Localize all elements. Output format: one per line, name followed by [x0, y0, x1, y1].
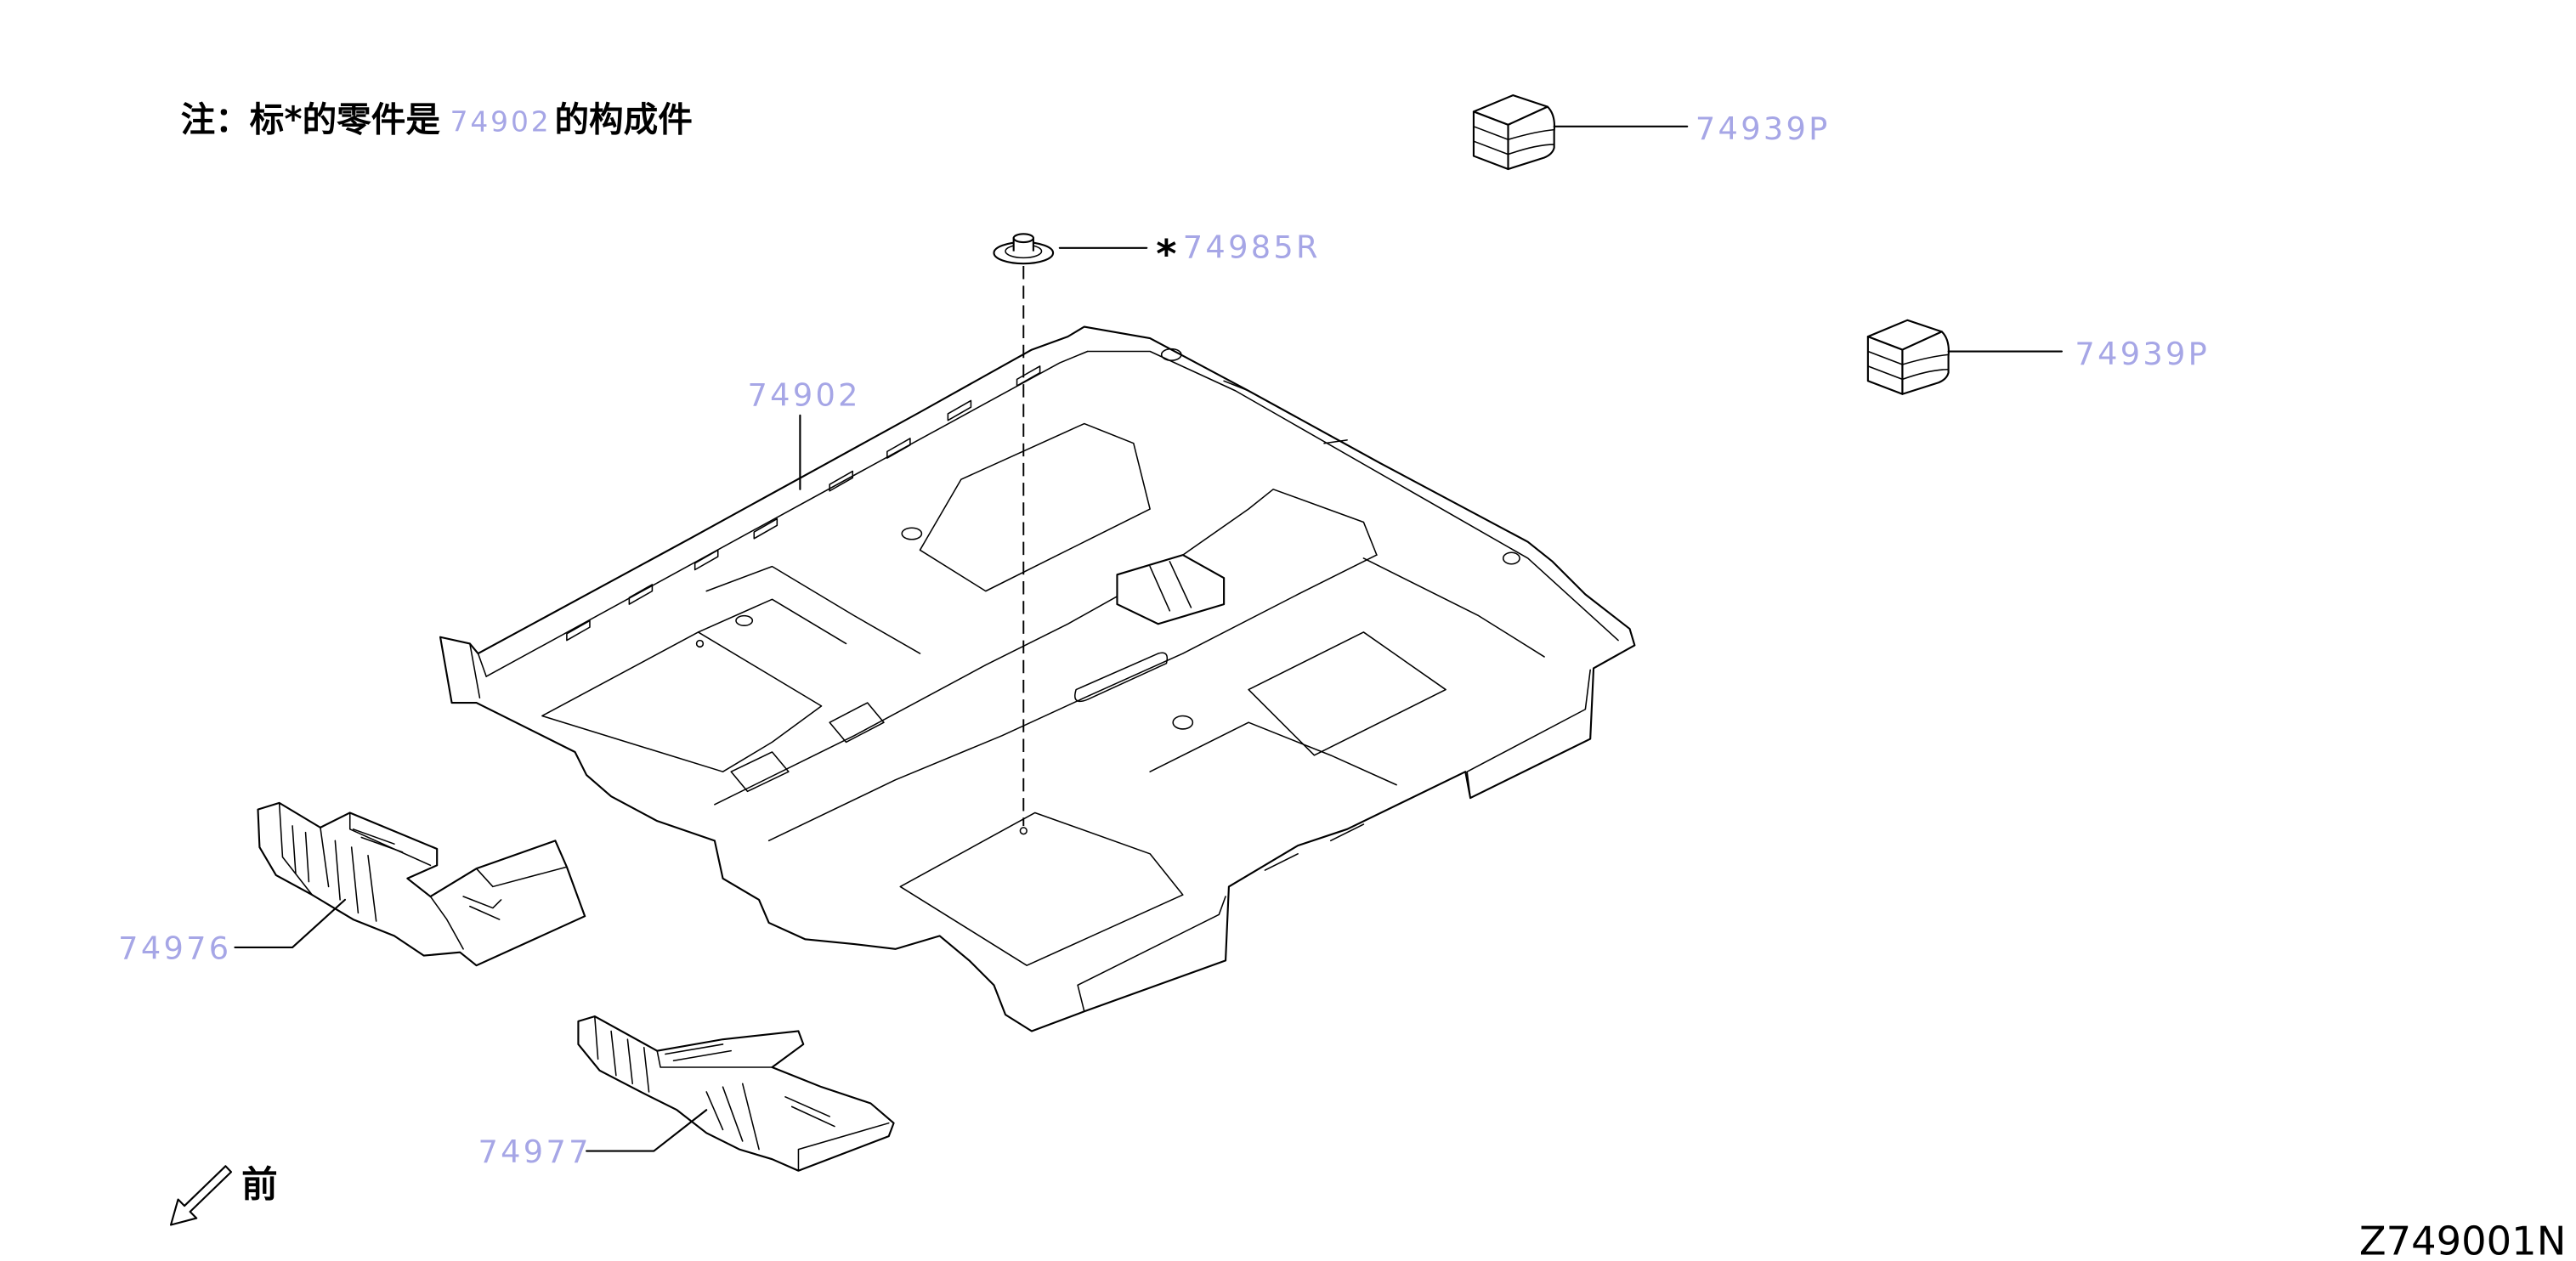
console-bracket-rib	[1149, 561, 1192, 612]
leader-line	[586, 1109, 708, 1152]
clip-drawing[interactable]	[993, 233, 1055, 265]
carpet-hole	[1160, 348, 1182, 361]
insulator-left-drawing[interactable]	[257, 801, 586, 967]
insulator-outline	[577, 1015, 895, 1172]
insulator-edge	[278, 802, 330, 896]
pad-layer-line	[1473, 126, 1555, 141]
embossed-marking	[665, 1043, 835, 1128]
tunnel-slot	[1074, 652, 1169, 703]
part-number-label[interactable]: 74976	[118, 930, 231, 966]
arrow-down-left-icon	[169, 1165, 233, 1226]
rear-seat-line	[1362, 557, 1545, 658]
tunnel-right-edge	[767, 554, 1378, 842]
direction-label: 前	[241, 1165, 278, 1207]
sill-notch	[694, 549, 719, 571]
sill-notch	[947, 399, 972, 421]
pad-right-drawing[interactable]	[1866, 319, 1950, 395]
pad-right-callout: 74939P	[1866, 319, 2210, 395]
sill-notch	[566, 619, 591, 642]
pad-layer-line	[1867, 350, 1950, 365]
raised-box-rear	[1466, 669, 1591, 799]
front-direction-indicator: 前	[169, 1165, 278, 1226]
note-suffix: 的构成件	[554, 99, 692, 140]
leader-line	[234, 898, 347, 948]
pad-right-face	[1901, 331, 1950, 395]
console-bracket	[1116, 554, 1226, 625]
front-left-floor-panel	[541, 631, 823, 772]
carpet-outline	[439, 325, 1636, 1032]
carpet-hole	[1172, 715, 1194, 730]
pad-layer-line	[1473, 140, 1555, 156]
floor-carpet-drawing[interactable]	[439, 325, 1636, 1032]
part-number-label[interactable]: 74939P	[1696, 110, 1831, 147]
floor-carpet-callout: 74902	[439, 325, 1636, 1032]
raised-box-front	[1077, 896, 1226, 1013]
rear-left-floor-panel	[919, 422, 1151, 592]
right-cross-ridge	[1149, 721, 1397, 786]
pad-right-face	[1507, 105, 1556, 171]
front-right-floor-panel	[899, 811, 1184, 966]
clip-mount-point	[1019, 827, 1028, 835]
insulator-panel-line	[348, 811, 568, 950]
pad-layer-line	[1867, 365, 1950, 381]
carpet-hole	[735, 614, 754, 626]
note-prefix: 注：标*的零件是	[181, 99, 441, 140]
embossed-marking	[352, 828, 502, 920]
insulator-rib	[610, 1030, 760, 1151]
figure-code: Z749001N	[2359, 1218, 2567, 1261]
sill-notch	[886, 438, 911, 459]
sill-notch	[1016, 365, 1041, 387]
seat-mount-pad	[730, 751, 790, 793]
insulator-outline	[257, 801, 586, 967]
sill-notch	[753, 517, 778, 540]
sill-notch	[628, 584, 654, 605]
note-part-link[interactable]: 74902	[450, 106, 552, 139]
insulator-right-callout: 74977	[478, 1015, 895, 1172]
part-number-label[interactable]: 74977	[478, 1134, 592, 1170]
component-marker: *	[1156, 231, 1176, 277]
carpet-flap-line	[469, 642, 487, 698]
part-number-label[interactable]: 74985R	[1183, 229, 1321, 265]
carpet-hole	[695, 639, 705, 648]
part-number-label[interactable]: 74902	[748, 376, 861, 413]
pad-top-callout: 74939P	[1472, 94, 1831, 171]
rear-lip-line	[1086, 350, 1619, 642]
clip-knob-top	[1012, 233, 1034, 244]
rear-right-floor-panel	[1248, 631, 1447, 756]
carpet-hole	[1502, 551, 1520, 565]
insulator-right-drawing[interactable]	[577, 1015, 895, 1172]
left-cross-ridge	[697, 565, 921, 654]
insulator-rib	[292, 825, 377, 922]
seat-mount-pad	[829, 702, 885, 744]
clip-callout: * 74985R	[993, 229, 1321, 835]
sill-notch	[829, 470, 854, 492]
edge-mark	[1223, 380, 1365, 871]
carpet-hole	[901, 527, 923, 540]
insulator-left-callout: 74976	[118, 801, 586, 967]
pad-top-drawing[interactable]	[1472, 94, 1556, 171]
part-number-label[interactable]: 74939P	[2075, 336, 2210, 372]
insulator-edge	[593, 1015, 890, 1172]
